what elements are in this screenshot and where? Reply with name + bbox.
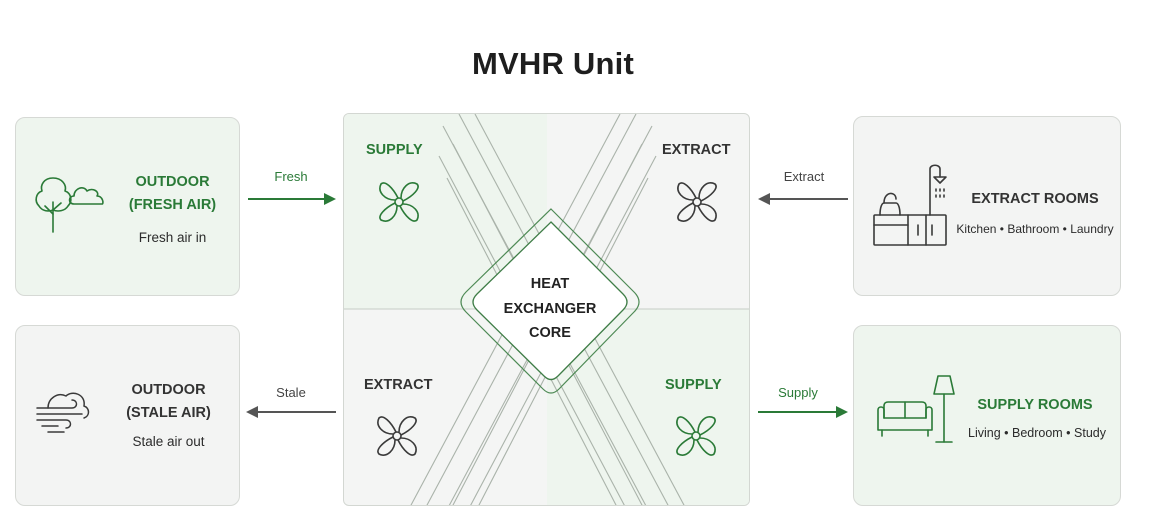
mvhr-unit: SUPPLY EXTRACT EXTRACT SUPPLY (343, 113, 750, 506)
fan-icon (379, 182, 419, 222)
outdoor-stale-air-box: OUTDOOR (STALE AIR) Stale air out (15, 325, 240, 506)
fresh-title-line1: OUTDOOR (135, 174, 210, 190)
fresh-arrow (248, 193, 336, 205)
fresh-title: OUTDOOR (FRESH AIR) (116, 171, 229, 217)
label-extract-top: EXTRACT (662, 142, 731, 158)
fresh-title-line2: (FRESH AIR) (128, 197, 217, 213)
label-supply-top: SUPPLY (366, 142, 423, 158)
label-extract-bottom: EXTRACT (364, 377, 433, 393)
fresh-subtitle: Fresh air in (138, 230, 207, 245)
tree-cloud-icon (35, 177, 104, 233)
kitchen-shower-icon (873, 164, 947, 246)
sofa-lamp-icon (877, 375, 955, 443)
supply-rooms-subtitle: Living • Bedroom • Study (968, 426, 1106, 440)
core-line1: HEAT (530, 276, 570, 292)
extract-rooms-title: EXTRACT ROOMS (971, 191, 1099, 207)
extract-rooms-subtitle: Kitchen • Bathroom • Laundry (956, 222, 1114, 236)
fan-icon (676, 416, 716, 456)
arrow-label-extract: Extract (783, 169, 825, 184)
supply-rooms-title: SUPPLY ROOMS (977, 397, 1093, 413)
arrow-label-stale: Stale (276, 385, 306, 400)
stale-title: OUTDOOR (STALE AIR) (112, 379, 225, 425)
wind-cloud-icon (36, 392, 90, 433)
stale-title-line1: OUTDOOR (131, 382, 206, 398)
arrow-label-fresh: Fresh (274, 169, 308, 184)
extract-arrow (758, 193, 848, 205)
stale-arrow (246, 406, 336, 418)
supply-arrow (758, 406, 848, 418)
arrow-label-supply: Supply (778, 385, 818, 400)
stale-subtitle: Stale air out (132, 434, 205, 449)
core-line3: CORE (529, 325, 571, 341)
heat-exchanger-core-label: HEAT EXCHANGER CORE (470, 272, 630, 346)
outdoor-fresh-air-box: OUTDOOR (FRESH AIR) Fresh air in (15, 117, 240, 296)
diagram-title: MVHR Unit (472, 46, 634, 81)
extract-rooms-box: EXTRACT ROOMS Kitchen • Bathroom • Laund… (853, 116, 1121, 296)
fan-icon (677, 182, 717, 222)
stale-title-line2: (STALE AIR) (126, 405, 211, 421)
fan-icon (377, 416, 417, 456)
supply-rooms-box: SUPPLY ROOMS Living • Bedroom • Study (853, 325, 1121, 506)
core-line2: EXCHANGER (503, 300, 597, 317)
heat-exchanger-plates (410, 114, 685, 505)
label-supply-bottom: SUPPLY (665, 377, 722, 393)
